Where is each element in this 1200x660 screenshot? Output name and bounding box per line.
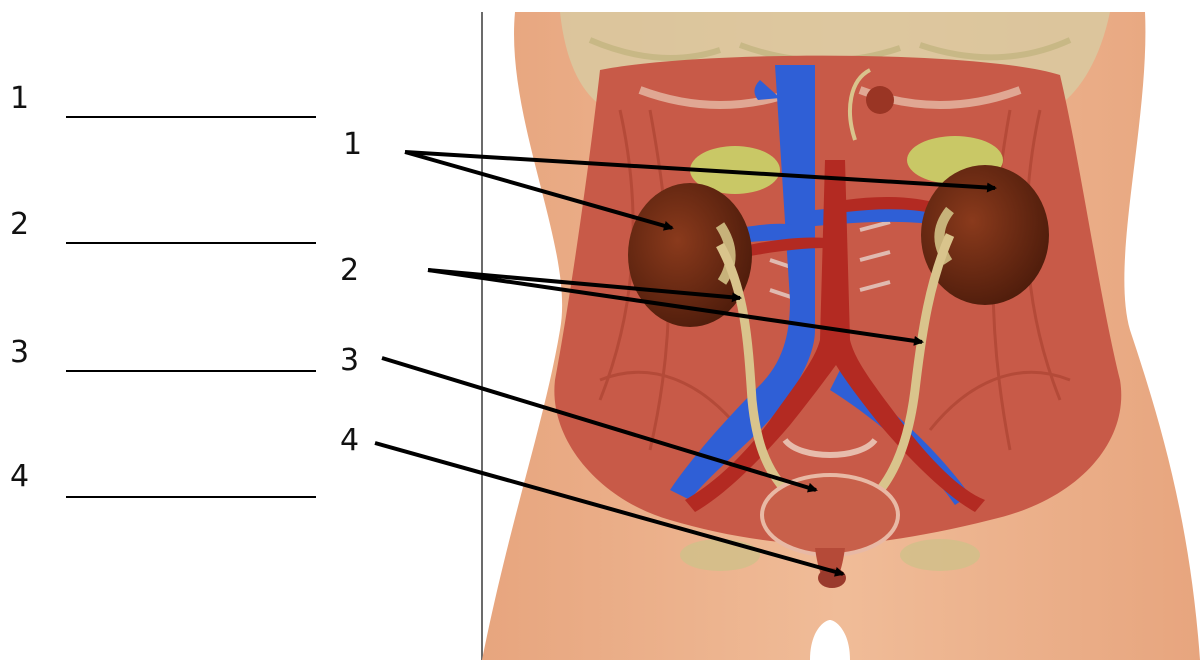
callout-label-4: 4 (340, 423, 359, 458)
callout-label-3: 3 (340, 343, 359, 378)
callout-label-2: 2 (340, 253, 359, 288)
callout-labels: 1 2 3 4 (340, 127, 362, 458)
bladder (762, 475, 898, 555)
figure-photo (482, 12, 1200, 660)
callout-label-1: 1 (343, 127, 362, 162)
